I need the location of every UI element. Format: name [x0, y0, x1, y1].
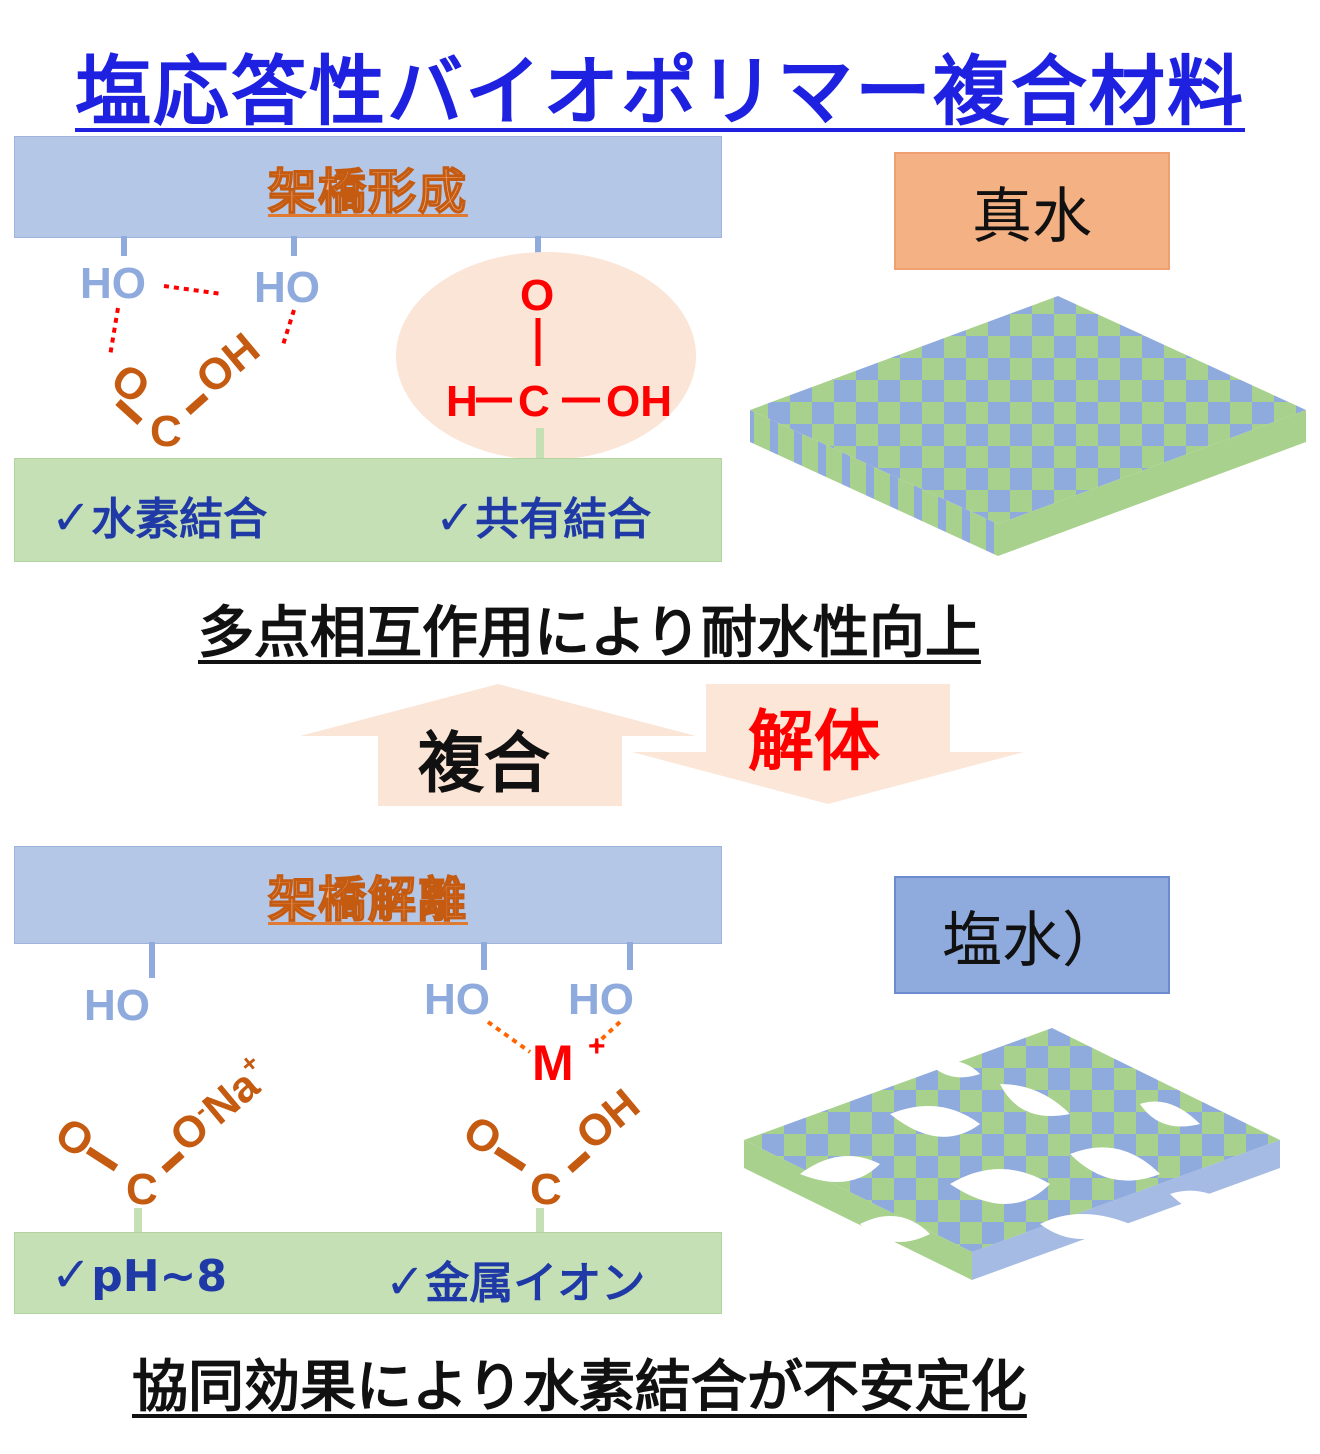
film-right-face: [998, 410, 1306, 556]
hydrogen-bond-label: 水素結合: [91, 494, 268, 545]
carboxyl-oh-label: OH: [187, 324, 269, 404]
ho-left-label: HO: [80, 259, 146, 308]
metal-charge-label: +: [588, 1030, 606, 1063]
metal-ion-label: M: [532, 1035, 574, 1091]
check-icon: ✓: [51, 1247, 92, 1303]
crosslink-formation-label: 架橋形成: [267, 163, 468, 221]
ho-right-label: HO: [254, 263, 320, 312]
check-covalent-bond: ✓共有結合: [435, 483, 651, 547]
salt-c-label: C: [126, 1165, 158, 1214]
check-hydrogen-bond: ✓水素結合: [51, 483, 267, 547]
acid-oh-label: OH: [567, 1080, 649, 1160]
film-left-face: [750, 410, 998, 556]
hydrogen-bond-destabilization-statement: 協同効果により水素結合が不安定化: [132, 1355, 1027, 1420]
pure-water-box: 真水: [894, 152, 1170, 270]
crosslink-formation-bar: 架橋形成: [14, 136, 722, 238]
bottom-chemistry-diagram: HO HO HO M + O C O-Na+ O C OH: [46, 942, 649, 1232]
carboxyl-o-label: O: [102, 354, 158, 414]
check-ph: ✓pH~8: [51, 1247, 227, 1303]
film-top-face: [750, 296, 1306, 524]
formate-oh-label: OH: [606, 377, 672, 426]
salt-water-box: 塩水）: [894, 876, 1170, 994]
compose-decompose-arrows: 複合 解体: [300, 684, 1024, 806]
ph-label: pH~8: [91, 1251, 228, 1302]
decompose-label: 解体: [748, 703, 880, 780]
acid-c-label: C: [530, 1165, 562, 1214]
check-icon: ✓: [51, 490, 92, 546]
formate-c-label: C: [518, 377, 550, 426]
pure-water-label: 真水: [972, 181, 1092, 252]
formate-h-label: H: [446, 377, 478, 426]
covalent-bond-label: 共有結合: [475, 494, 652, 545]
water-resistance-statement: 多点相互作用により耐水性向上: [198, 601, 981, 666]
crosslink-dissociation-bar: 架橋解離: [14, 846, 722, 944]
ho-left-label: HO: [84, 981, 150, 1030]
check-icon: ✓: [385, 1254, 426, 1310]
compose-arrow: [300, 684, 696, 806]
formate-o-label: O: [520, 271, 554, 320]
salt-water-label: 塩水）: [942, 905, 1122, 976]
top-green-bar: ✓水素結合 ✓共有結合: [14, 458, 722, 562]
compose-label: 複合: [418, 725, 550, 802]
crosslink-dissociation-label: 架橋解離: [267, 871, 468, 929]
intact-film-illustration: [750, 296, 1306, 556]
check-icon: ✓: [435, 490, 476, 546]
page-title: 塩応答性バイオポリマー複合材料: [75, 47, 1245, 136]
disintegrated-film-illustration: [744, 1028, 1280, 1280]
check-metal-ion: ✓金属イオン: [385, 1247, 645, 1311]
salt-ona-label: O-Na+: [158, 1047, 280, 1162]
salt-o-label: O: [46, 1108, 102, 1168]
bottom-green-bar: ✓pH~8 ✓金属イオン: [14, 1232, 722, 1314]
ho-right-label: HO: [568, 975, 634, 1024]
top-chemistry-diagram: HO HO O C OH O H C OH: [80, 236, 696, 460]
metal-ion-check-label: 金属イオン: [425, 1258, 646, 1309]
decompose-arrow: [632, 684, 1024, 804]
ho-mid-label: HO: [424, 975, 490, 1024]
carboxyl-c-label: C: [150, 407, 182, 456]
